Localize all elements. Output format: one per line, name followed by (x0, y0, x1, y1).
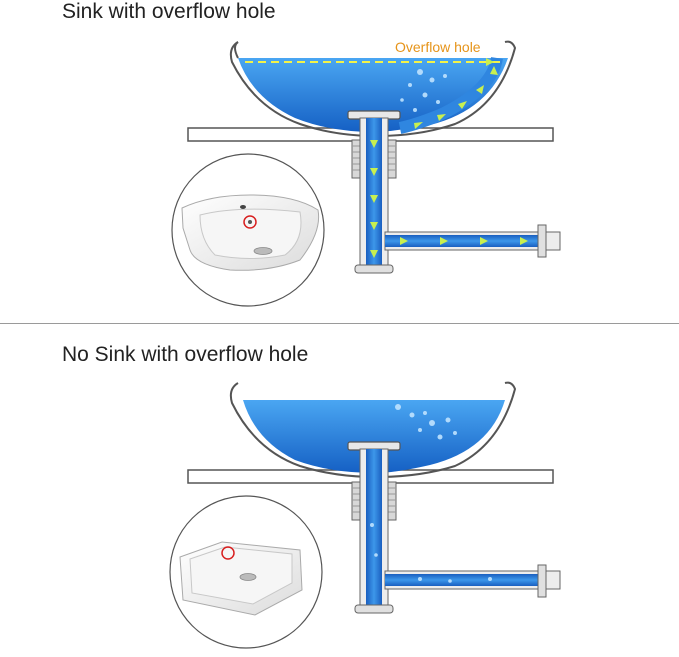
pipe-water (366, 118, 382, 268)
overflow-diagram (171, 40, 561, 307)
panel-with-overflow: Sink with overflow hole (0, 0, 679, 323)
flow-arrow-icon (414, 58, 498, 129)
section-divider (0, 323, 679, 324)
panel-title: No Sink with overflow hole (62, 343, 309, 366)
panel-without-overflow: No Sink with overflow hole (0, 325, 679, 657)
overflow-marker-icon (243, 215, 257, 229)
no-overflow-diagram (169, 381, 561, 649)
panel-title: Sink with overflow hole (62, 0, 276, 23)
overflow-marker-icon (221, 546, 235, 560)
bubbles (400, 69, 447, 112)
overflow-hole-label: Overflow hole (395, 39, 481, 55)
